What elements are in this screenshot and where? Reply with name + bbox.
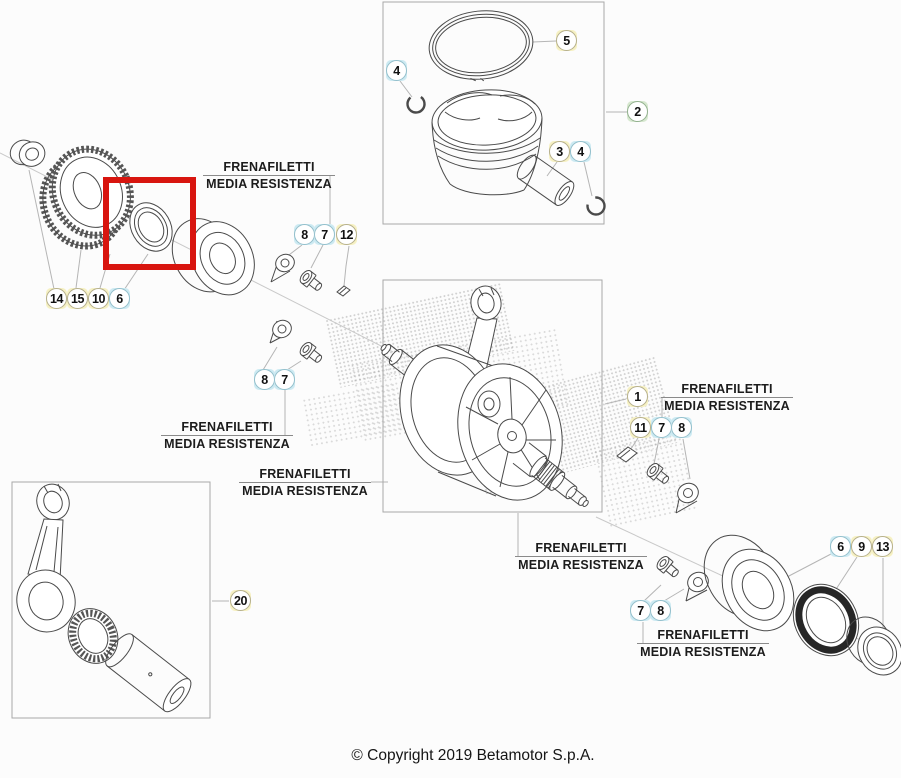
- note-line2: MEDIA RESISTENZA: [640, 645, 766, 659]
- note-threadlocker-bottom-right: FRENAFILETTI MEDIA RESISTENZA: [637, 628, 769, 659]
- main-bearing-right-drawing: [690, 522, 808, 643]
- part-badge-8[interactable]: 8: [650, 600, 671, 621]
- tab-washer-drawing: [674, 480, 701, 513]
- part-badge-3[interactable]: 3: [549, 141, 570, 162]
- note-threadlocker-right: FRENAFILETTI MEDIA RESISTENZA: [661, 382, 793, 413]
- part-badge-6[interactable]: 6: [830, 536, 851, 557]
- part-badge-8[interactable]: 8: [671, 417, 692, 438]
- oil-seal-drawing: [781, 572, 872, 667]
- connecting-rod-drawing: [10, 480, 82, 639]
- crankshaft-drawing: [377, 283, 596, 515]
- note-threadlocker-top: FRENAFILETTI MEDIA RESISTENZA: [203, 160, 335, 191]
- circlip-drawing: [404, 92, 428, 116]
- part-badge-9[interactable]: 9: [851, 536, 872, 557]
- note-line2: MEDIA RESISTENZA: [206, 177, 332, 191]
- highlighted-part-box: [106, 180, 193, 267]
- note-line2: MEDIA RESISTENZA: [242, 484, 368, 498]
- spacer-seal-drawing: [121, 195, 180, 259]
- main-bearing-left-drawing: [160, 201, 266, 313]
- crank-pin-drawing: [101, 630, 196, 716]
- part-badge-7[interactable]: 7: [651, 417, 672, 438]
- part-badge-4[interactable]: 4: [570, 141, 591, 162]
- part-badge-15[interactable]: 15: [67, 288, 88, 309]
- part-badge-12[interactable]: 12: [336, 224, 357, 245]
- piston-pin-drawing: [514, 152, 578, 208]
- part-badge-7[interactable]: 7: [314, 224, 335, 245]
- collar-drawing: [838, 609, 901, 684]
- note-line1: FRENAFILETTI: [661, 382, 793, 398]
- note-line1: FRENAFILETTI: [239, 467, 371, 483]
- screw-drawing: [298, 340, 325, 366]
- part-badge-4[interactable]: 4: [386, 60, 407, 81]
- part-badge-8[interactable]: 8: [294, 224, 315, 245]
- note-line2: MEDIA RESISTENZA: [164, 437, 290, 451]
- part-badge-7[interactable]: 7: [630, 600, 651, 621]
- screw-drawing: [655, 554, 682, 580]
- part-badge-8[interactable]: 8: [254, 369, 275, 390]
- crankshaft-box: [383, 280, 602, 512]
- note-threadlocker-center: FRENAFILETTI MEDIA RESISTENZA: [239, 467, 371, 498]
- piston-ring-drawing: [426, 6, 537, 86]
- tab-washer-drawing: [271, 251, 297, 282]
- part-badge-14[interactable]: 14: [46, 288, 67, 309]
- note-line2: MEDIA RESISTENZA: [518, 558, 644, 572]
- part-badge-7[interactable]: 7: [274, 369, 295, 390]
- note-line1: FRENAFILETTI: [203, 160, 335, 176]
- screw-drawing: [298, 268, 325, 294]
- part-badge-10[interactable]: 10: [88, 288, 109, 309]
- note-threadlocker-bottom-center: FRENAFILETTI MEDIA RESISTENZA: [515, 541, 647, 572]
- woodruff-key-drawing: [337, 286, 350, 296]
- piston-kit-box: [383, 2, 604, 224]
- note-line1: FRENAFILETTI: [637, 628, 769, 644]
- tab-washer-drawing: [270, 317, 294, 343]
- piston-drawing: [431, 87, 544, 195]
- part-badge-11[interactable]: 11: [630, 417, 651, 438]
- woodruff-key-drawing: [617, 447, 637, 462]
- part-badge-6[interactable]: 6: [109, 288, 130, 309]
- part-badge-1[interactable]: 1: [627, 386, 648, 407]
- note-line1: FRENAFILETTI: [515, 541, 647, 557]
- copyright-text: © Copyright 2019 Betamotor S.p.A.: [351, 747, 595, 764]
- tab-washer-drawing: [684, 569, 711, 601]
- part-badge-2[interactable]: 2: [627, 101, 648, 122]
- note-threadlocker-mid-left: FRENAFILETTI MEDIA RESISTENZA: [161, 420, 293, 451]
- note-line2: MEDIA RESISTENZA: [664, 399, 790, 413]
- part-badge-13[interactable]: 13: [872, 536, 893, 557]
- screw-drawing: [645, 461, 672, 487]
- note-line1: FRENAFILETTI: [161, 420, 293, 436]
- conrod-kit-box: [12, 482, 210, 718]
- part-badge-20[interactable]: 20: [230, 590, 251, 611]
- part-badge-5[interactable]: 5: [556, 30, 577, 51]
- small-bearing-drawing: [6, 132, 50, 174]
- circlip-drawing: [587, 197, 605, 215]
- needle-cage-drawing: [59, 600, 127, 671]
